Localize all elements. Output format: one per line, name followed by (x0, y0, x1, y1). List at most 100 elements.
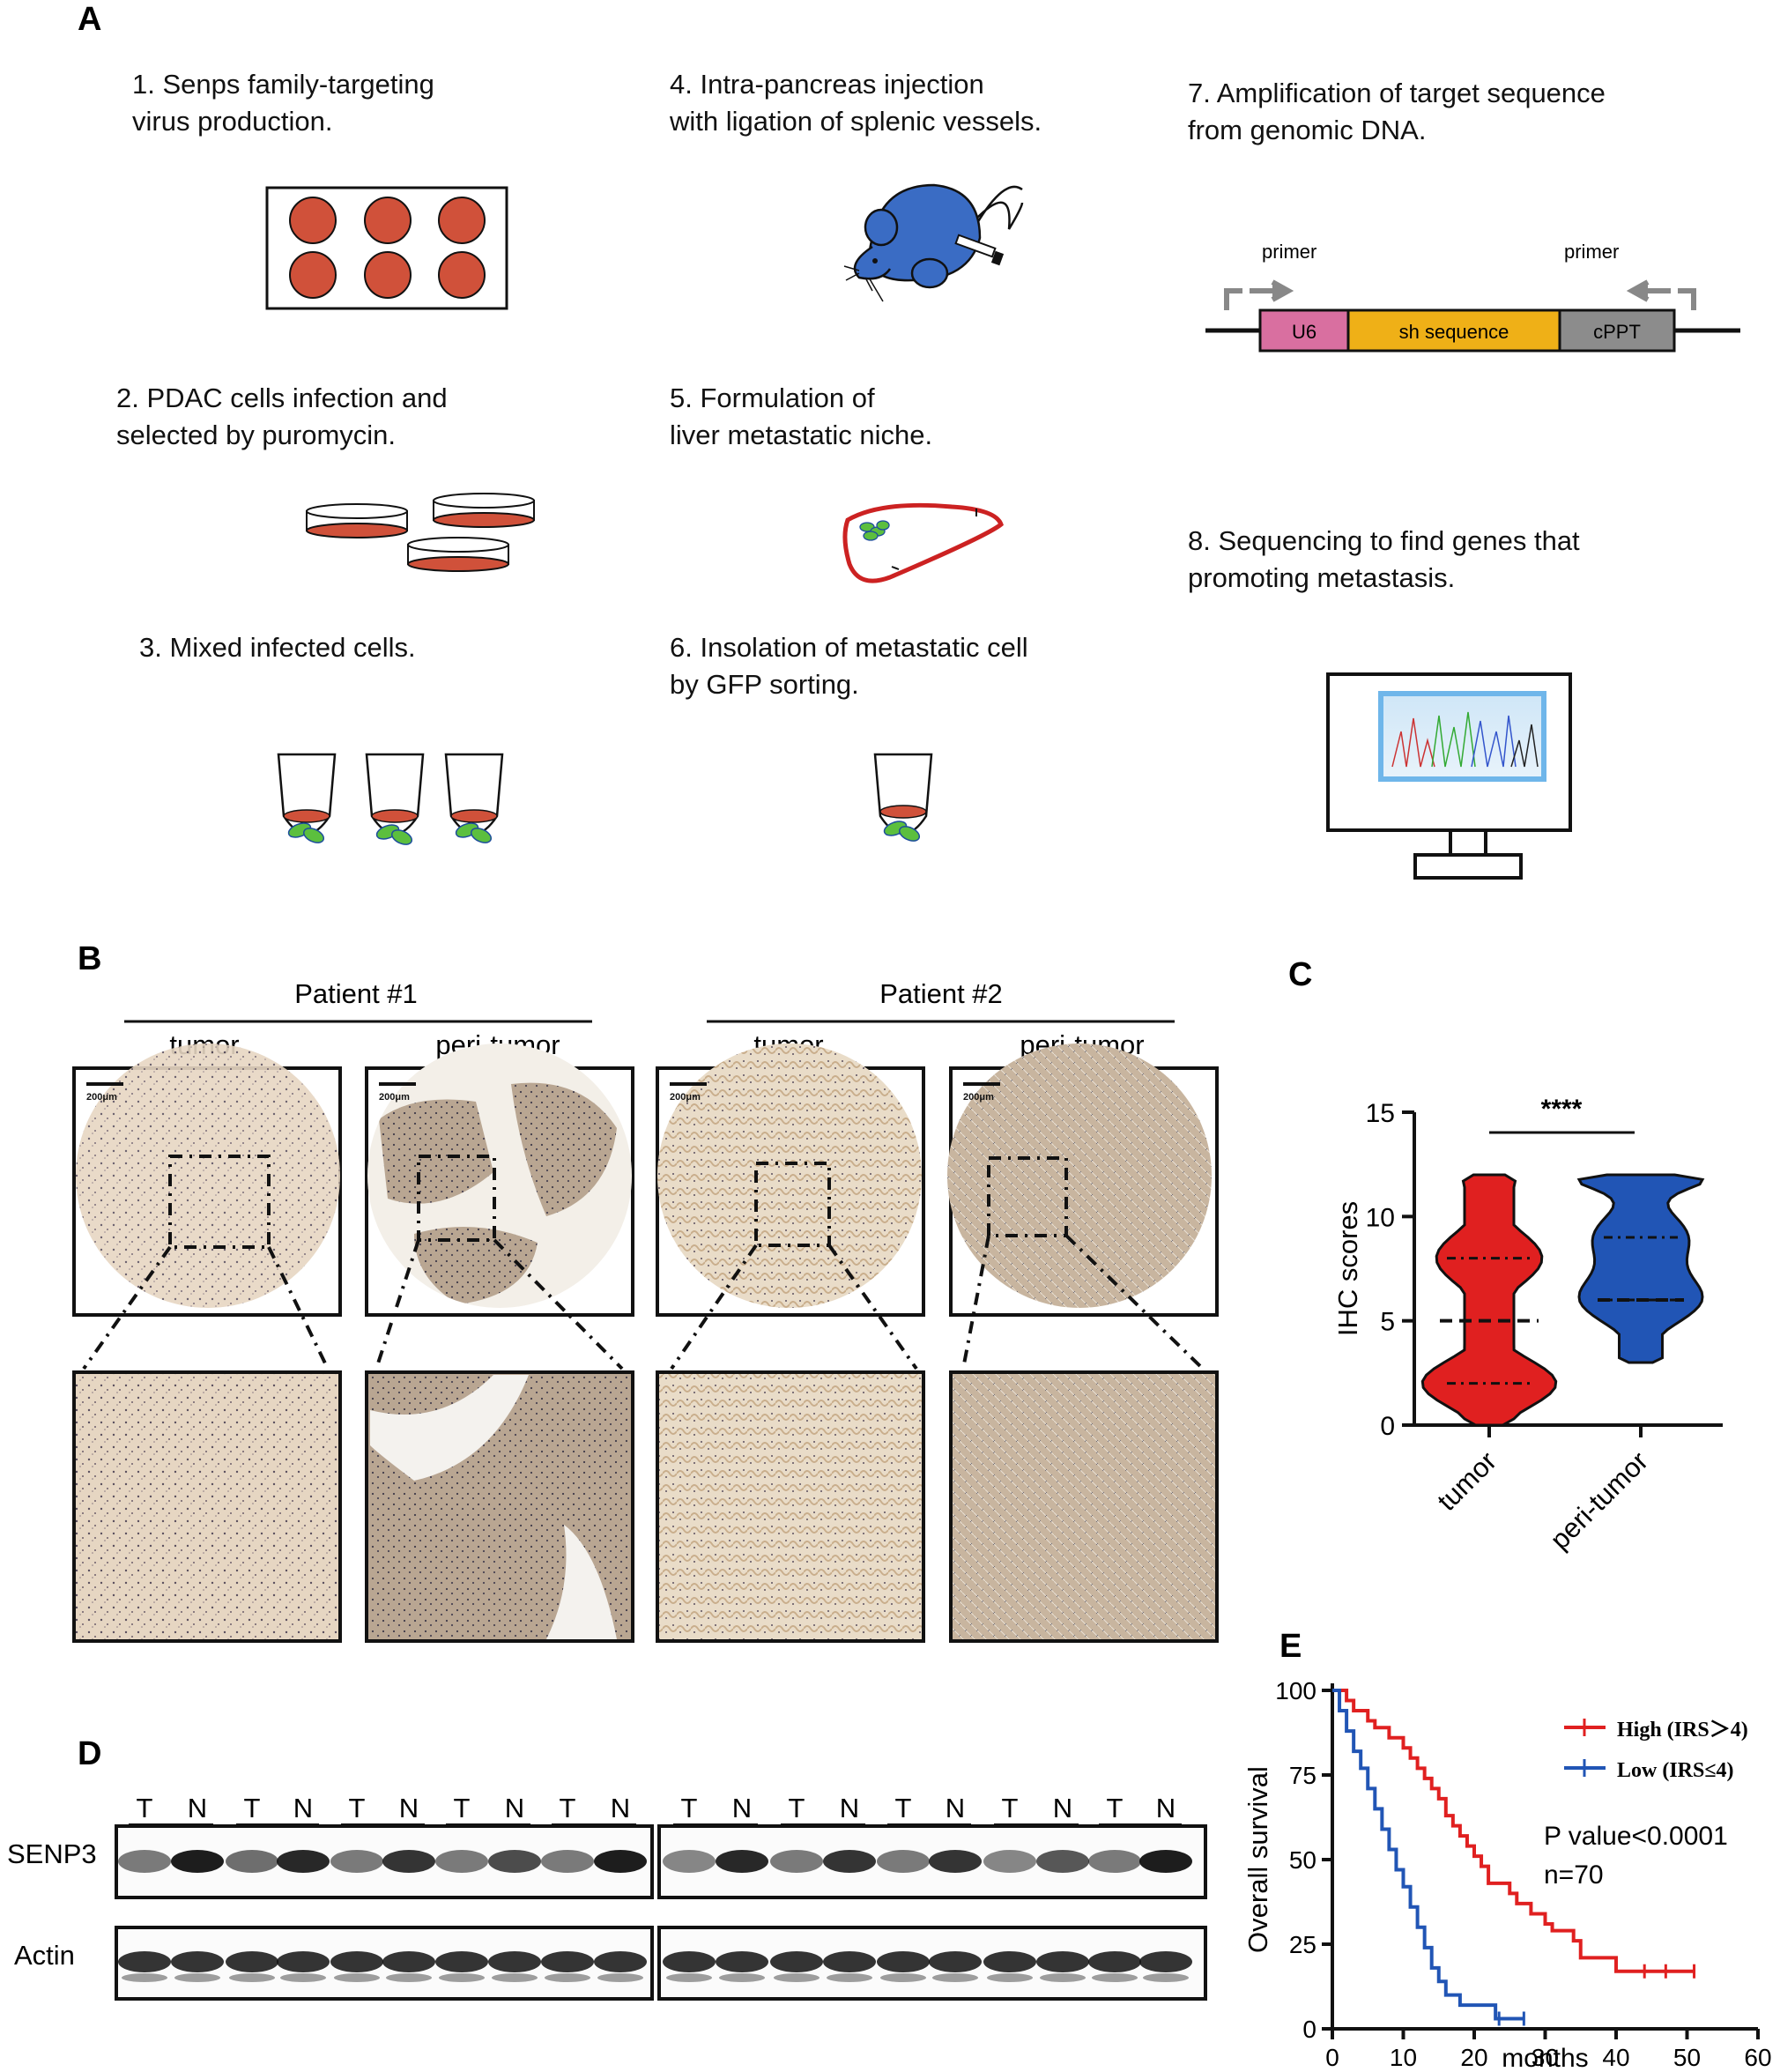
senp3-band (823, 1850, 876, 1873)
blot-row-label-senp3: SENP3 (7, 1838, 97, 1869)
actin-band-lower (932, 1973, 978, 1982)
scale-bar-label-4: 200μm (963, 1092, 994, 1103)
mouse-injection-icon (843, 183, 1024, 302)
lane-label: N (188, 1793, 207, 1823)
construct-segment-sh (1346, 308, 1561, 353)
lane-label: N (732, 1793, 752, 1823)
x-tick-label: 10 (1390, 2044, 1417, 2071)
lane-label: N (505, 1793, 524, 1823)
y-axis-label: IHC scores (1332, 1201, 1363, 1336)
lane-label: T (349, 1793, 366, 1823)
y-tick-label: 0 (1302, 2016, 1316, 2043)
actin-band (877, 1951, 930, 1972)
construct-segment-cppt (1558, 308, 1676, 353)
lane-label: T (681, 1793, 698, 1823)
lane-label: N (840, 1793, 859, 1823)
lane-label: N (293, 1793, 313, 1823)
lane-label: N (1053, 1793, 1072, 1823)
syringe-icon (954, 234, 1005, 266)
y-tick-label: 100 (1275, 1677, 1316, 1704)
ihc-overview-p2-tumor (656, 1043, 925, 1317)
lane-label: T (244, 1793, 261, 1823)
senp3-band (330, 1850, 383, 1873)
survival-curve-high (1332, 1689, 1695, 1973)
actin-band (929, 1951, 982, 1972)
ihc-zoom-p2-peritumor (949, 1370, 1219, 1643)
step-4-line2: with ligation of splenic vessels. (669, 106, 1042, 137)
actin-band-lower (719, 1973, 765, 1982)
actin-band-lower (492, 1973, 538, 1982)
y-axis-label: Overall survival (1242, 1766, 1273, 1953)
panel-b-letter: B (78, 940, 101, 977)
senp3-band (663, 1850, 716, 1873)
actin-band-lower (1092, 1973, 1138, 1982)
construct-segment-u6 (1258, 308, 1350, 353)
actin-band-lower (174, 1973, 220, 1982)
ihc-zoom-p1-peritumor (365, 1370, 634, 1643)
actin-band-lower (1040, 1973, 1086, 1982)
actin-band-lower (229, 1973, 275, 1982)
actin-band (435, 1951, 488, 1972)
ihc-zoom-p1-tumor (72, 1370, 342, 1643)
actin-band (663, 1951, 716, 1972)
senp3-band (171, 1850, 224, 1873)
panel-d-letter: D (78, 1735, 101, 1772)
senp3-band (1088, 1850, 1141, 1873)
lane-label: N (399, 1793, 419, 1823)
actin-band-lower (1143, 1973, 1189, 1982)
survival-curve-low (1332, 1689, 1524, 2021)
actin-band (716, 1951, 768, 1972)
step-8-line1: 8. Sequencing to find genes that (1188, 525, 1580, 556)
step-8-line2: promoting metastasis. (1188, 562, 1455, 593)
actin-band (823, 1951, 876, 1972)
y-tick-label: 5 (1380, 1308, 1395, 1337)
violin-tumor (1420, 1173, 1558, 1427)
step-2-line1: 2. PDAC cells infection and (116, 382, 448, 413)
legend-label: Low (IRS≤4) (1617, 1759, 1734, 1782)
senp3-band (929, 1850, 982, 1873)
senp3-band (226, 1850, 278, 1873)
ihc-zoom-p2-tumor (656, 1370, 925, 1643)
x-tick-label: 60 (1744, 2044, 1771, 2071)
panel-a-letter: A (78, 1, 101, 38)
significance-label: **** (1541, 1095, 1583, 1124)
x-tick-label: 20 (1460, 2044, 1487, 2071)
senp3-band (716, 1850, 768, 1873)
actin-band-lower (439, 1973, 485, 1982)
senp3-band (382, 1850, 435, 1873)
x-tick-label-peritumor: peri-tumor (1544, 1445, 1654, 1556)
ihc-overview-p1-peritumor (365, 1043, 634, 1317)
actin-band (594, 1951, 647, 1972)
segment-label-u6: U6 (1292, 321, 1316, 343)
blot-row-label-actin: Actin (14, 1940, 75, 1971)
y-tick-label: 10 (1366, 1203, 1395, 1232)
scale-bar-label-2: 200μm (379, 1092, 410, 1103)
senp3-band (277, 1850, 330, 1873)
lane-label: T (789, 1793, 805, 1823)
actin-band-lower (597, 1973, 643, 1982)
senp3-band (877, 1850, 930, 1873)
actin-band-lower (774, 1973, 820, 1982)
actin-band (541, 1951, 594, 1972)
p-value-annotation: P value<0.0001 (1544, 1822, 1728, 1851)
x-tick-label: 40 (1602, 2044, 1629, 2071)
step-5-line1: 5. Formulation of (670, 382, 875, 413)
actin-band (382, 1951, 435, 1972)
senp3-band (541, 1850, 594, 1873)
western-blot-actin (115, 1926, 1207, 2001)
step-6-line2: by GFP sorting. (670, 669, 859, 700)
actin-band (171, 1951, 224, 1972)
lane-label: N (1156, 1793, 1176, 1823)
actin-band (1139, 1951, 1192, 1972)
senp3-band (770, 1850, 823, 1873)
x-axis-label: months (1502, 2044, 1588, 2072)
actin-band-lower (545, 1973, 590, 1982)
panel-e-letter: E (1279, 1628, 1302, 1665)
x-tick-label-tumor: tumor (1431, 1445, 1502, 1517)
lane-label: N (611, 1793, 630, 1823)
primer-arrow-right-icon (1626, 279, 1696, 310)
primer-right-label: primer (1564, 241, 1619, 263)
